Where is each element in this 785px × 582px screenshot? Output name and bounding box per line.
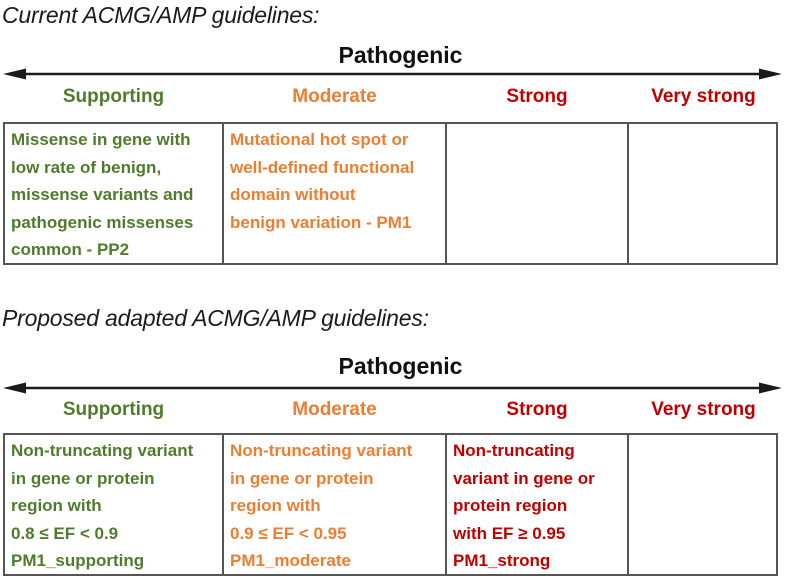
header-supporting: Supporting bbox=[62, 86, 165, 107]
cell-moderate-pm1: Mutational hot spot or well-defined func… bbox=[224, 124, 447, 263]
header-supporting: Supporting bbox=[62, 399, 165, 420]
criteria-table-proposed: Non-truncating variant in gene or protei… bbox=[3, 433, 778, 576]
cell-pm1-strong: Non-truncating variant in gene or protei… bbox=[447, 435, 629, 574]
header-very-strong: Very strong bbox=[651, 399, 756, 420]
left-arrowhead-icon bbox=[3, 382, 26, 394]
axis-title-pathogenic: Pathogenic bbox=[338, 42, 463, 68]
double-headed-arrow bbox=[3, 382, 782, 394]
section-title: Proposed adapted ACMG/AMP guidelines: bbox=[2, 305, 429, 331]
cell-very-strong-empty bbox=[629, 124, 776, 263]
right-arrowhead-icon bbox=[759, 68, 782, 80]
header-moderate: Moderate bbox=[292, 399, 377, 420]
cell-pm1-supporting: Non-truncating variant in gene or protei… bbox=[5, 435, 224, 574]
right-arrowhead-icon bbox=[759, 382, 782, 394]
cell-supporting-pp2: Missense in gene with low rate of benign… bbox=[5, 124, 224, 263]
cell-strong-empty bbox=[447, 124, 629, 263]
evidence-strength-header-row: Supporting Moderate Strong Very strong bbox=[4, 399, 779, 420]
evidence-strength-header-row: Supporting Moderate Strong Very strong bbox=[4, 86, 779, 107]
header-very-strong: Very strong bbox=[651, 86, 756, 107]
criteria-table-current: Missense in gene with low rate of benign… bbox=[3, 122, 778, 265]
header-strong: Strong bbox=[506, 86, 568, 107]
left-arrowhead-icon bbox=[3, 68, 26, 80]
cell-very-strong-empty bbox=[629, 435, 776, 574]
cell-pm1-moderate: Non-truncating variant in gene or protei… bbox=[224, 435, 447, 574]
section-title: Current ACMG/AMP guidelines: bbox=[2, 2, 320, 28]
header-moderate: Moderate bbox=[292, 86, 377, 107]
double-headed-arrow bbox=[3, 68, 782, 80]
header-strong: Strong bbox=[506, 399, 568, 420]
axis-title-pathogenic: Pathogenic bbox=[338, 353, 463, 379]
